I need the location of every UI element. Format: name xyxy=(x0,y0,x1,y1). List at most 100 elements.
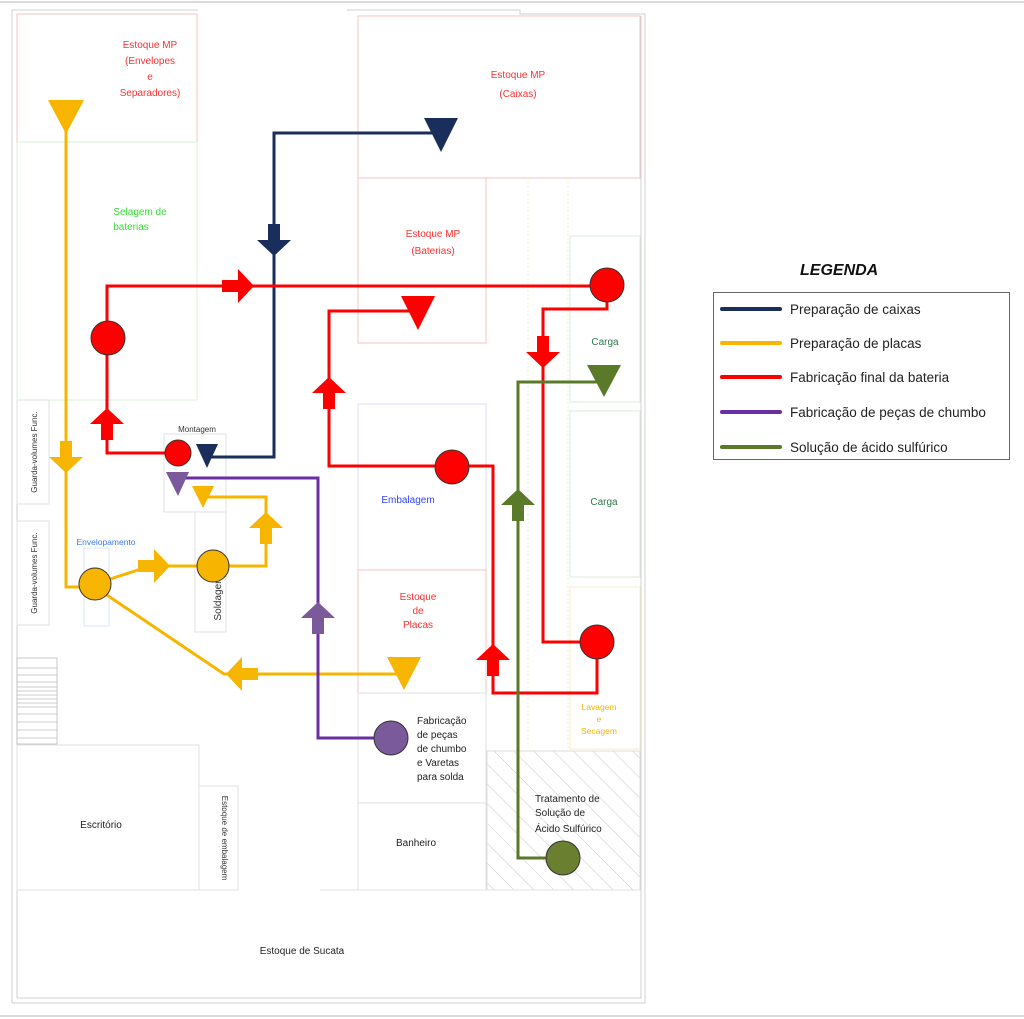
process-circle-selagem xyxy=(90,320,126,356)
flow-arrow-placas-left xyxy=(226,657,258,691)
legend-swatch xyxy=(720,375,782,379)
legend-swatch xyxy=(720,307,782,311)
legend-swatch xyxy=(720,410,782,414)
label-estoque-placas-2: de xyxy=(412,606,424,617)
storage-triangle-caixas xyxy=(424,118,458,152)
flow-line-placas-3 xyxy=(203,495,268,520)
flow-arrow-caixas xyxy=(257,224,291,256)
legend-item-acido: Solução de ácido sulfúrico xyxy=(720,437,948,457)
process-circle-chumbo xyxy=(373,720,409,756)
label-fabricacao-chumbo-1: Fabricação xyxy=(417,716,467,727)
legend-swatch xyxy=(720,445,782,449)
label-envelopamento: Envelopamento xyxy=(76,537,135,547)
process-circle-lavagem xyxy=(579,624,615,660)
legend-item-placas: Preparação de placas xyxy=(720,333,921,353)
legend-swatch xyxy=(720,341,782,345)
room-lavagem xyxy=(569,586,641,750)
storage-triangle-baterias xyxy=(401,296,435,330)
label-guarda-volumes-1: Guarda-volumes Func. xyxy=(30,411,39,492)
label-selagem-1: Selagem de xyxy=(113,207,167,218)
label-estoque-envelopes-4: Separadores) xyxy=(120,88,181,99)
legend-label: Fabricação final da bateria xyxy=(790,369,950,385)
legend-title: LEGENDA xyxy=(800,262,879,279)
label-soldagem: Soldagem xyxy=(213,575,224,620)
label-estoque-baterias-2: (Baterias) xyxy=(411,246,454,257)
room-escritorio xyxy=(16,744,200,891)
label-lavagem-3: Secagem xyxy=(581,726,617,736)
label-carga-top: Carga xyxy=(591,337,619,348)
flow-arrow-placas-right xyxy=(138,549,170,583)
label-tratamento-2: Solução de xyxy=(535,808,585,819)
flow-arrow-bateria-up-3 xyxy=(476,644,510,676)
stairs xyxy=(16,657,58,745)
flow-line-bateria-1 xyxy=(105,284,607,455)
room-carga-top xyxy=(569,235,641,403)
legend-label: Preparação de caixas xyxy=(790,301,921,317)
legend-label: Preparação de placas xyxy=(790,335,922,351)
flow-line-bateria-3 xyxy=(327,309,599,695)
label-estoque-baterias-1: Estoque MP xyxy=(406,229,461,240)
label-selagem-2: baterias xyxy=(113,222,149,233)
process-circle-montagem xyxy=(164,439,192,467)
legend-label: Fabricação de peças de chumbo xyxy=(790,404,986,420)
label-estoque-envelopes-1: Estoque MP xyxy=(123,40,178,51)
legend-item-chumbo: Fabricação de peças de chumbo xyxy=(720,402,986,422)
label-estoque-sucata: Estoque de Sucata xyxy=(260,946,345,957)
room-estoque-caixas xyxy=(357,15,641,179)
room-guarda-volumes-1 xyxy=(16,399,50,505)
flow-line-placas-1 xyxy=(64,120,95,589)
room-estoque-envelopes xyxy=(16,13,198,143)
flow-arrow-acido xyxy=(501,489,535,521)
label-lavagem-1: Lavagem xyxy=(582,702,617,712)
process-circle-soldagem xyxy=(196,549,230,583)
legend-label: Solução de ácido sulfúrico xyxy=(790,439,948,455)
flow-arrow-bateria-up-2 xyxy=(312,377,346,409)
process-circle-embalagem xyxy=(434,449,470,485)
label-estoque-placas-1: Estoque xyxy=(400,592,437,603)
room-carga-mid xyxy=(569,410,641,578)
storage-triangle-envelopes xyxy=(48,100,84,134)
flow-line-caixas xyxy=(206,131,440,459)
label-estoque-caixas-1: Estoque MP xyxy=(491,70,546,81)
legend: Preparação de caixas Preparação de placa… xyxy=(713,292,1010,460)
flow-line-placas-2 xyxy=(94,517,268,586)
room-guarda-volumes-2 xyxy=(16,520,50,626)
label-fabricacao-chumbo-3: de chumbo xyxy=(417,744,467,755)
label-guarda-volumes-2: Guarda-volumes Func. xyxy=(30,532,39,613)
flow-arrow-bateria-down xyxy=(526,336,560,368)
label-montagem: Montagem xyxy=(178,425,216,434)
label-estoque-envelopes-3: e xyxy=(147,72,153,83)
storage-triangle-montagem-chumbo xyxy=(166,472,189,496)
label-carga-mid: Carga xyxy=(590,497,618,508)
flow-arrow-placas-down xyxy=(49,441,83,473)
label-escritorio: Escritório xyxy=(80,820,122,831)
label-tratamento-1: Tratamento de xyxy=(535,794,600,805)
legend-item-caixas: Preparação de caixas xyxy=(720,299,921,319)
label-lavagem-2: e xyxy=(597,714,602,724)
label-estoque-embalagem: Estoque de embalagem xyxy=(220,796,229,881)
flow-line-acido xyxy=(516,380,604,860)
process-circle-envelopamento xyxy=(78,567,112,601)
storage-triangle-montagem-caixas xyxy=(196,444,218,468)
label-estoque-placas-3: Placas xyxy=(403,620,433,631)
flow-line-placas-4 xyxy=(94,585,404,676)
label-estoque-envelopes-2: (Envelopes xyxy=(125,56,175,67)
process-circle-carga xyxy=(589,267,625,303)
label-embalagem: Embalagem xyxy=(381,495,434,506)
process-circle-acido xyxy=(545,840,581,876)
label-banheiro: Banheiro xyxy=(396,838,436,849)
label-fabricacao-chumbo-4: e Varetas xyxy=(417,758,459,769)
label-estoque-caixas-2: (Caixas) xyxy=(499,89,536,100)
room-estoque-baterias xyxy=(357,177,487,344)
room-estoque-embalagem xyxy=(198,785,239,891)
label-fabricacao-chumbo-2: de peças xyxy=(417,730,458,741)
legend-item-bateria: Fabricação final da bateria xyxy=(720,367,949,387)
flow-arrow-chumbo xyxy=(301,602,335,634)
flow-arrow-placas-up xyxy=(249,512,283,544)
label-tratamento-3: Ácido Sulfúrico xyxy=(535,822,602,835)
storage-triangle-montagem-placas xyxy=(192,486,214,508)
flow-arrow-bateria-up-1 xyxy=(90,408,124,440)
flow-arrow-bateria-right xyxy=(222,269,254,303)
storage-triangle-placas xyxy=(387,657,421,690)
